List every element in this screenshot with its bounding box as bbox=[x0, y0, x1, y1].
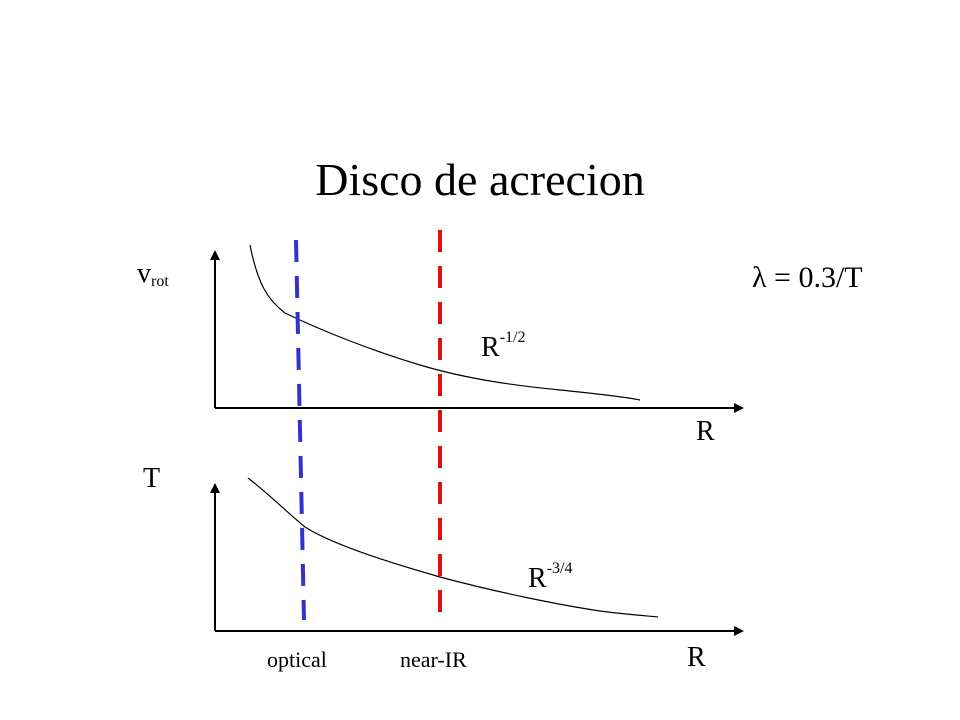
bottom-x-axis-label: R bbox=[687, 642, 706, 673]
bottom-curve-label: R-3/4 bbox=[528, 560, 573, 594]
top-y-axis-label: vrot bbox=[137, 258, 169, 290]
slide-title: Disco de acrecion bbox=[315, 154, 645, 205]
top-curve-label: R-1/2 bbox=[481, 329, 526, 363]
bottom-curve bbox=[247, 477, 659, 618]
top-x-axis-label: R bbox=[696, 416, 715, 447]
formula-label: λ = 0.3/T bbox=[752, 261, 863, 294]
near-ir-label: near-IR bbox=[400, 647, 467, 672]
optical-label: optical bbox=[267, 647, 327, 672]
bottom-y-axis-label: T bbox=[143, 463, 161, 494]
optical-dashed-line bbox=[294, 239, 306, 621]
top-curve bbox=[249, 244, 641, 401]
